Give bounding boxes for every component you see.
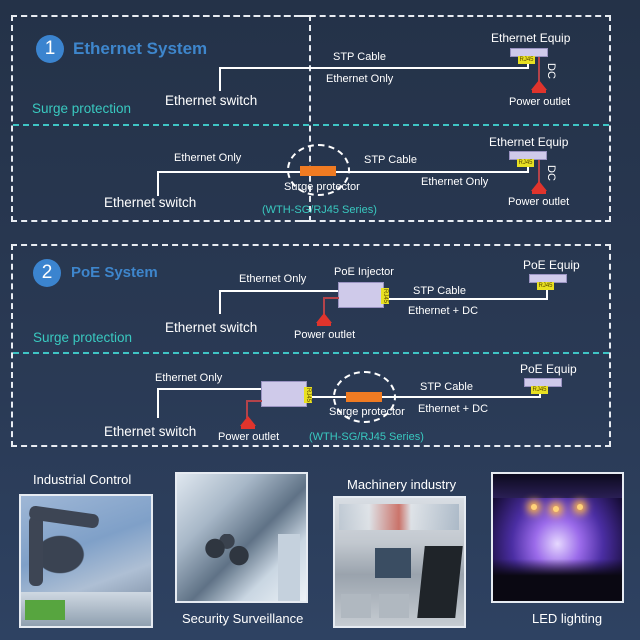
- s1r2-cable-left-label: Ethernet Only: [174, 152, 242, 164]
- s2r2-cable-right-2: [519, 396, 541, 398]
- s1r2-outlet-label: Power outlet: [508, 196, 570, 208]
- industrial-control-photo: [19, 494, 153, 628]
- section2-surge-label: Surge protection: [33, 330, 133, 345]
- s1r1-power-outlet-base: [532, 90, 546, 93]
- s2r1-switch-label: Ethernet switch: [165, 320, 258, 335]
- s1r1-equip-label: Ethernet Equip: [491, 31, 571, 45]
- s1r2-cable-bottom-label: Ethernet Only: [421, 176, 489, 188]
- s1r1-power-outlet-icon: [531, 80, 547, 90]
- s2r1-dc-line-v: [323, 297, 325, 315]
- s1r2-equip-label: Ethernet Equip: [489, 135, 569, 149]
- s1r2-protector-label: Surge protector: [284, 181, 360, 193]
- s1r2-power-outlet-icon: [531, 181, 547, 191]
- s2r2-cable-right: [312, 396, 520, 398]
- machinery-industry-photo: [333, 496, 466, 628]
- s2r2-cable-left: [157, 388, 261, 390]
- s1r1-cable-bottom-label: Ethernet Only: [326, 73, 394, 85]
- section2-title: PoE System: [71, 264, 158, 281]
- s2r1-cable-up: [546, 286, 548, 300]
- s1r1-rj45-port: RJ45: [518, 56, 535, 64]
- s1r2-switch-label: Ethernet switch: [104, 195, 197, 210]
- s2r1-injector-label: PoE Injector: [334, 266, 394, 278]
- s1r2-series-label: (WTH-SG/RJ45 Series): [262, 204, 377, 216]
- ethernet-system-frame-box: [11, 15, 311, 222]
- s2r2-equip-label: PoE Equip: [520, 362, 577, 376]
- section1-number-badge: 1: [36, 35, 64, 63]
- ethernet-system-frame-right: [300, 15, 611, 222]
- s1r2-surge-protector: [300, 166, 336, 176]
- s2r2-series-label: (WTH-SG/RJ45 Series): [309, 431, 424, 443]
- s1r2-cable-vertical: [157, 171, 159, 196]
- s2r1-power-outlet-icon: [316, 313, 332, 323]
- section2-divider: [13, 352, 609, 354]
- s2r1-poe-injector: [338, 282, 384, 308]
- s2r1-cable-right: [389, 298, 548, 300]
- s1r1-cable-top-label: STP Cable: [333, 51, 386, 63]
- s2r1-dc-line-h: [323, 297, 339, 299]
- s1r2-dc-label: DC: [545, 165, 557, 181]
- s2r1-cable-vertical: [219, 290, 221, 314]
- s2r2-injector-rj45-port: RJ45: [304, 387, 312, 403]
- s2r1-cable-top-label: STP Cable: [413, 285, 466, 297]
- s2r2-cable-bottom-label: Ethernet + DC: [418, 403, 489, 415]
- poe-system-frame: [11, 244, 611, 447]
- s2r1-outlet-label: Power outlet: [294, 329, 356, 341]
- s2r2-cable-top-label: STP Cable: [420, 381, 473, 393]
- app-caption-led-lighting: LED lighting: [532, 611, 603, 626]
- s1r1-outlet-label: Power outlet: [509, 96, 571, 108]
- s2r2-poe-injector: [261, 381, 307, 407]
- s2r1-cable-left-label: Ethernet Only: [239, 273, 307, 285]
- s2r1-cable-bottom-label: Ethernet + DC: [408, 305, 479, 317]
- s2r2-power-outlet-icon: [240, 416, 256, 426]
- led-lighting-photo: [491, 472, 624, 603]
- s1r1-switch-label: Ethernet switch: [165, 93, 258, 108]
- s1r2-cable-up: [527, 163, 529, 173]
- s2r2-dc-line-h: [246, 400, 262, 402]
- s1r2-cable-top-label: STP Cable: [364, 154, 417, 166]
- s2r1-rj45-port: RJ45: [537, 282, 554, 290]
- s2r1-injector-rj45-port: RJ45: [381, 288, 389, 304]
- s2r2-cable-vertical: [157, 388, 159, 418]
- s1r1-cable-vertical: [219, 67, 221, 91]
- s2r2-protector-label: Surge protector: [329, 406, 405, 418]
- s1r2-protector-circle: [287, 144, 350, 196]
- s1r2-dc-line: [538, 160, 540, 184]
- s1r2-rj45-port: RJ45: [517, 159, 534, 167]
- s2r1-equip-label: PoE Equip: [523, 258, 580, 272]
- s1r1-dc-line: [538, 57, 540, 82]
- s2r1-cable-left: [219, 290, 339, 292]
- app-caption-industrial-control: Industrial Control: [33, 472, 132, 487]
- s2r2-rj45-port: RJ45: [531, 386, 548, 394]
- s2r2-dc-line-v: [246, 400, 248, 418]
- section2-number-badge: 2: [33, 259, 61, 287]
- s2r1-power-outlet-base: [317, 323, 331, 326]
- s2r2-outlet-label: Power outlet: [218, 431, 280, 443]
- s1r1-cable: [219, 67, 528, 69]
- s1r2-power-outlet-base: [532, 191, 546, 194]
- section1-title: Ethernet System: [73, 39, 208, 58]
- security-surveillance-photo: [175, 472, 308, 603]
- section1-surge-label: Surge protection: [32, 101, 132, 116]
- app-caption-security-surveillance: Security Surveillance: [182, 611, 304, 626]
- s2r2-power-outlet-base: [241, 426, 255, 429]
- s1r1-dc-label: DC: [545, 63, 557, 79]
- s2r2-switch-label: Ethernet switch: [104, 424, 197, 439]
- section1-divider: [13, 124, 609, 126]
- app-caption-machinery-industry: Machinery industry: [347, 477, 457, 492]
- s2r2-protector-circle: [333, 371, 396, 423]
- s2r2-surge-protector: [346, 392, 382, 402]
- s1r1-cable-up: [527, 60, 529, 69]
- s2r2-cable-left-label: Ethernet Only: [155, 372, 223, 384]
